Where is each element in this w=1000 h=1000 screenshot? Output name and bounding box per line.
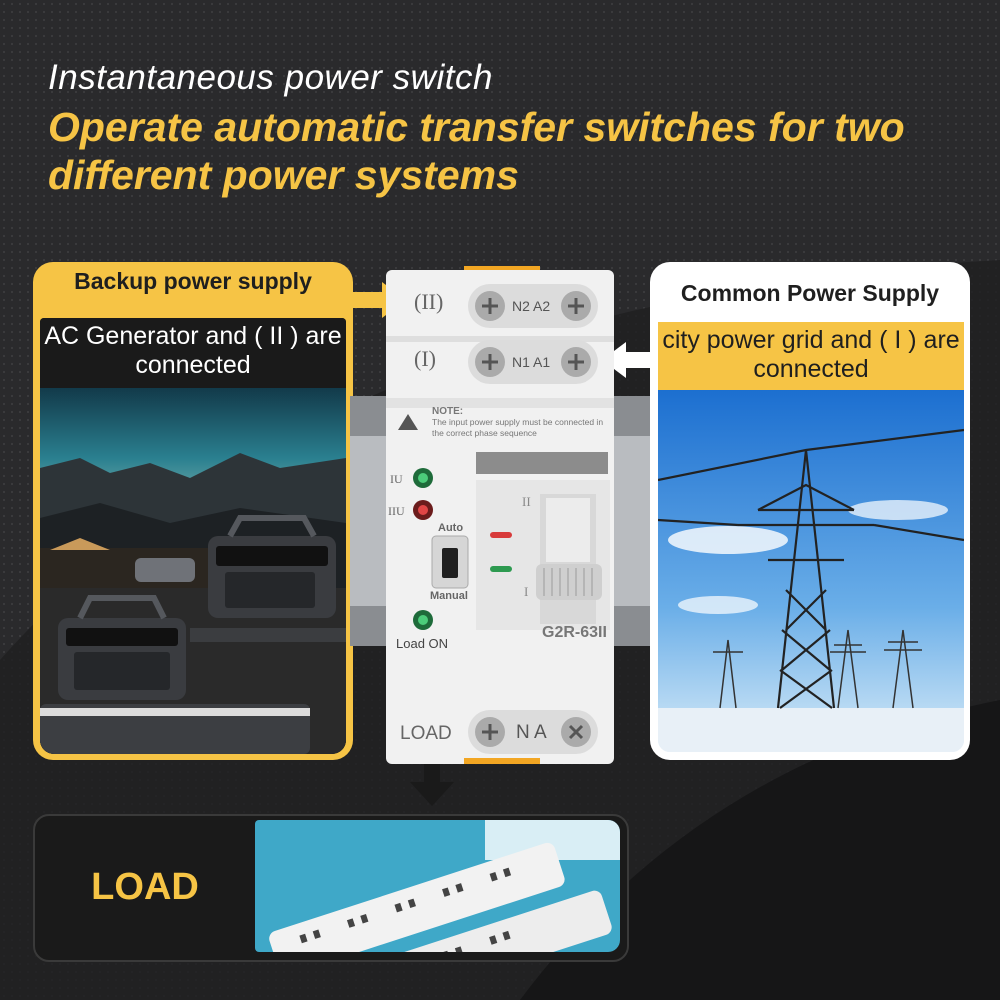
lever-top-label: II	[522, 494, 531, 509]
transfer-switch	[386, 250, 614, 780]
auto-manual-switch[interactable]	[432, 536, 468, 588]
backup-description: AC Generator and ( II ) are connected	[44, 322, 342, 379]
manual-label: Manual	[430, 590, 468, 602]
common-description: city power grid and ( I ) are connected	[662, 326, 960, 383]
arrow-down-icon	[410, 752, 454, 806]
header-subtitle: Instantaneous power switch	[48, 58, 493, 97]
note-text: The input power supply must be connected…	[432, 417, 604, 438]
transfer-lever[interactable]	[536, 564, 602, 600]
arrow-left-icon	[602, 342, 658, 378]
load-label: LOAD	[91, 866, 199, 908]
backup-photo	[40, 318, 346, 754]
header-title: Operate automatic transfer switches for …	[48, 104, 905, 198]
indicator-2u-label: IIU	[388, 504, 405, 518]
lever-bottom-label: I	[524, 584, 529, 599]
load-on-label: Load ON	[396, 636, 449, 651]
terminal-1-roman: (I)	[414, 346, 436, 371]
note-title: NOTE:	[432, 406, 464, 417]
power-strip-photo	[255, 820, 620, 952]
load-terminal-label: LOAD	[400, 723, 452, 744]
load-terminal-na: N A	[516, 722, 547, 743]
load-on-light	[414, 612, 430, 628]
model-label: G2R-63II	[542, 624, 607, 641]
common-title: Common Power Supply	[680, 280, 940, 306]
terminal-2-roman: (II)	[414, 289, 444, 314]
indicator-2u-light	[416, 502, 430, 516]
terminal-1-label: N1 A1	[512, 354, 551, 370]
indicator-1u-label: IU	[390, 472, 403, 486]
power-grid-photo	[658, 390, 964, 752]
backup-title: Backup power supply	[74, 268, 312, 294]
indicator-1u-light	[416, 470, 430, 484]
common-band	[658, 322, 964, 390]
terminal-2-label: N2 A2	[512, 298, 551, 314]
auto-label: Auto	[438, 522, 464, 534]
